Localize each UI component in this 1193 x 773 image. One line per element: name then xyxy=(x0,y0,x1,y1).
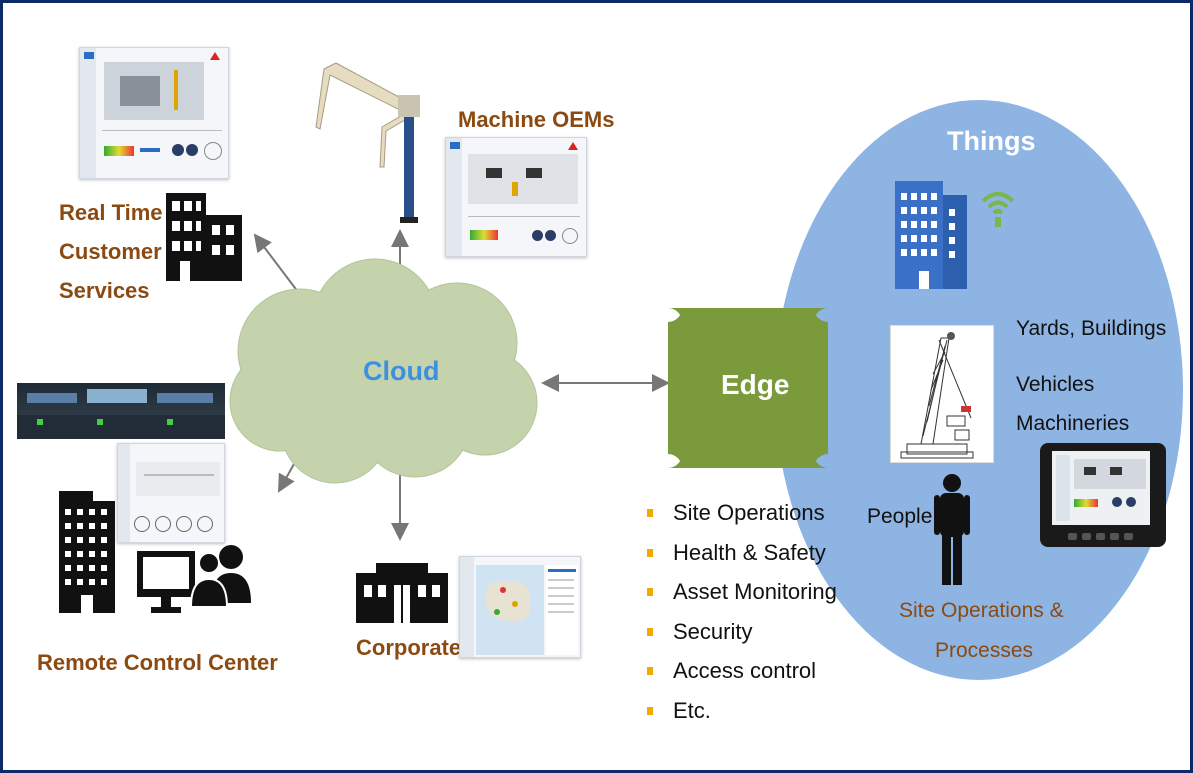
list-item: Health & Safety xyxy=(643,540,837,580)
things-label: Things xyxy=(947,126,1036,156)
remote-control-center-label: Remote Control Center xyxy=(37,650,278,675)
office-building-icon xyxy=(166,193,242,281)
edge-label: Edge xyxy=(721,369,790,400)
concrete-pump-boom-image xyxy=(310,57,430,225)
list-item: Access control xyxy=(643,658,837,698)
site-operations-label: Site Operations & xyxy=(899,599,1064,622)
corporate-map-screenshot xyxy=(459,556,581,658)
corporate-building-icon xyxy=(356,563,448,623)
people-label: People xyxy=(867,505,933,528)
blue-building-icon xyxy=(895,181,967,289)
list-item: Asset Monitoring xyxy=(643,579,837,619)
machineries-label: Machineries xyxy=(1016,412,1130,435)
edge-functions-list: Site Operations Health & Safety Asset Mo… xyxy=(643,500,837,737)
control-room-photo xyxy=(17,383,225,439)
list-item: Etc. xyxy=(643,698,837,738)
label-line: Customer xyxy=(59,239,162,264)
list-item: Security xyxy=(643,619,837,659)
processes-label: Processes xyxy=(935,639,1034,662)
skyscraper-icon xyxy=(59,491,115,613)
label-line: Services xyxy=(59,278,150,303)
vehicles-label: Vehicles xyxy=(1016,373,1095,396)
remote-dashboard-screenshot xyxy=(117,443,225,543)
oem-dashboard-screenshot xyxy=(445,137,587,257)
operator-workstation-icon xyxy=(137,545,251,613)
cloud-label: Cloud xyxy=(363,356,440,386)
machine-display-terminal xyxy=(1040,443,1166,547)
corporate-label: Corporate xyxy=(356,635,462,660)
cloud-shape xyxy=(229,258,538,484)
yards-buildings-label: Yards, Buildings xyxy=(1016,317,1167,340)
label-line: Real Time xyxy=(59,200,163,225)
wifi-icon xyxy=(981,192,1015,227)
list-item: Site Operations xyxy=(643,500,837,540)
real-time-customer-services-label: Real Time Customer Services xyxy=(59,193,163,310)
person-icon xyxy=(934,474,970,585)
edge-box xyxy=(668,308,828,468)
machine-oems-label: Machine OEMs xyxy=(458,107,615,132)
crawler-crane-image xyxy=(890,325,994,463)
realtime-dashboard-screenshot xyxy=(79,47,229,179)
